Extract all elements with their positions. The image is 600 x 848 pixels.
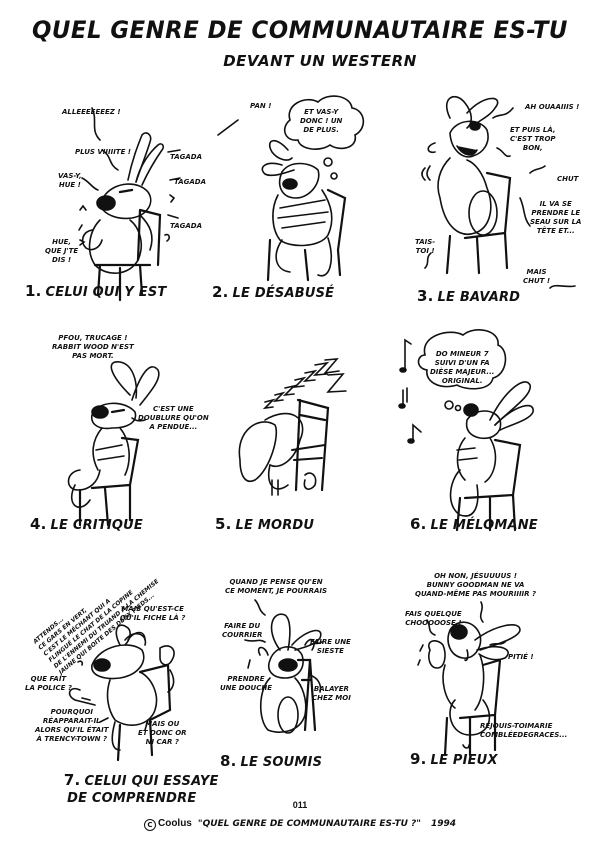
panel-number: 3. (417, 287, 434, 305)
speech-text: RÉJOUIS-TOIMARIE COMBLÉEDEGRACES... (480, 722, 568, 739)
copyright-icon: C (143, 819, 156, 831)
panel-number: 2. (212, 283, 229, 301)
panel-number: 8. (220, 752, 237, 770)
speech-text: MAIS CHUT ! (523, 268, 551, 285)
bunny-critic-illustration (67, 361, 160, 527)
bunny-submissive-illustration (244, 599, 323, 734)
speech-text: PAN ! (250, 102, 272, 110)
speech-text: FAIRE UNE SIESTE (310, 638, 351, 655)
speech-text: PITIÉ ! (508, 653, 534, 661)
page-number: 011 (292, 800, 308, 810)
bunny-confused-illustration (68, 624, 175, 762)
author-name: Coolus (157, 818, 192, 829)
speech-text: TAGADA (170, 153, 203, 161)
bunny-music-lover-illustration (398, 329, 534, 532)
thought-text: ET VAS-Y DONC ! UN DE PLUS. (300, 108, 343, 134)
speech-text: MAIS QU'EST-CE QU'IL FICHE LÀ ? (120, 605, 186, 622)
panel-1-celui-qui-y-est: ALLEEEEEEEZ ! PLUS VIIIIITE ! VAS-Y, HUE… (20, 90, 210, 320)
bunny-riding-chair-illustration (78, 107, 181, 302)
speech-text: FAIRE DU COURRIER (222, 622, 263, 639)
panel-caption: 7.CELUI QUI ESSAYE DE COMPRENDRE (63, 771, 219, 807)
panel-number: 4. (30, 515, 47, 533)
speech-text: VAS-Y, HUE ! (58, 172, 82, 189)
speech-text: PLUS VIIIIITE ! (75, 148, 131, 156)
speech-text: TAGADA (170, 222, 203, 230)
speech-text: ALLEEEEEEEZ ! (62, 108, 121, 116)
music-note-icon (404, 338, 412, 371)
panel-4-le-critique: PFOU, TRUCAGE ! RABBIT WOOD N'EST PAS MO… (20, 320, 210, 550)
speech-text: BALAYER CHEZ MOI (312, 685, 351, 702)
speech-text: TAGADA (174, 178, 207, 186)
panel-caption: 1.CELUI QUI Y EST (25, 282, 167, 300)
bunny-talking-illustration (421, 95, 576, 289)
thought-text: DO MINEUR 7 SUIVI D'UN FA DIÈSE MAJEUR..… (430, 350, 495, 385)
panel-number: 1. (25, 282, 42, 300)
bunny-arms-crossed-illustration (217, 95, 365, 282)
speech-text: QUAND JE PENSE QU'EN CE MOMENT, JE POURR… (225, 578, 328, 595)
panel-number: 9. (410, 750, 427, 768)
panel-6-le-melomane: DO MINEUR 7 SUIVI D'UN FA DIÈSE MAJEUR..… (395, 320, 585, 550)
panel-number: 7. (63, 771, 81, 789)
panel-caption: 9.LE PIEUX (410, 750, 498, 768)
speech-text: AH OUAAIIIS ! (525, 103, 580, 111)
speech-text: PFOU, TRUCAGE ! RABBIT WOOD N'EST PAS MO… (52, 334, 134, 360)
speech-text: IL VA SE PRENDRE LE SEAU SUR LA TÊTE ET.… (530, 200, 582, 235)
speech-text: CHUT (557, 175, 579, 183)
panel-caption: 2.LE DÉSABUSÉ (212, 283, 335, 301)
publication-year: 1994 (430, 819, 457, 829)
panel-caption: 8.LE SOUMIS (220, 752, 323, 770)
panel-number: 5. (215, 515, 232, 533)
page-title: QUEL GENRE DE COMMUNAUTAIRE ES-TU (32, 16, 568, 44)
panel-7-celui-qui-essaye-de-comprendre: ATTENDS... CE GARS EN VERT, C'EST LE MÉC… (20, 550, 218, 806)
speech-text: HUE, QUE J'TE DIS ! (45, 238, 79, 264)
panel-caption: 4.LE CRITIQUE (30, 515, 144, 533)
panel-2-le-desabuse: PAN ! ET VAS-Y DONC ! UN DE PLUS. 2.LE D… (210, 90, 400, 320)
panel-9-le-pieux: OH NON, JÉSUUUUS ! BUNNY GOODMAN NE VA Q… (395, 550, 585, 780)
speech-text: MAIS OU ET DONC OR NI CAR ? (138, 720, 187, 746)
speech-text: TAIS- TOI ! (415, 238, 436, 255)
page-subtitle: DEVANT UN WESTERN (223, 52, 417, 70)
bunny-praying-illustration (417, 601, 521, 757)
work-title: "QUEL GENRE DE COMMUNAUTAIRE ES-TU ?" (197, 819, 421, 829)
bunny-sleeping-illustration (238, 358, 347, 496)
speech-text: FAIS QUELQUE CHOOOOOSE ! (405, 610, 462, 627)
speech-text: C'EST UNE DOUBLURE QU'ON A PENDUE... (138, 405, 209, 431)
panel-caption: 3.LE BAVARD (417, 287, 521, 305)
panel-3-le-bavard: AH OUAAIIIS ! ET PUIS LÀ, C'EST TROP BON… (395, 88, 585, 318)
panel-8-le-soumis: QUAND JE PENSE QU'EN CE MOMENT, JE POURR… (210, 550, 400, 780)
speech-text: OH NON, JÉSUUUUS ! BUNNY GOODMAN NE VA Q… (415, 572, 537, 598)
panel-caption: 5.LE MORDU (215, 515, 315, 533)
panel-caption: 6.LE MÉLOMANE (410, 515, 538, 533)
speech-text: POURQUOI RÉAPPARAIT-IL ALORS QU'IL ÉTAIT… (35, 708, 109, 743)
speech-text: ET PUIS LÀ, C'EST TROP BON, (510, 126, 556, 152)
speech-text: QUE FAIT LA POLICE ? (25, 675, 72, 692)
panel-5-le-mordu: 5.LE MORDU (210, 320, 400, 550)
speech-text: PRENDRE UNE DOUCHE (220, 675, 272, 692)
panel-number: 6. (410, 515, 427, 533)
